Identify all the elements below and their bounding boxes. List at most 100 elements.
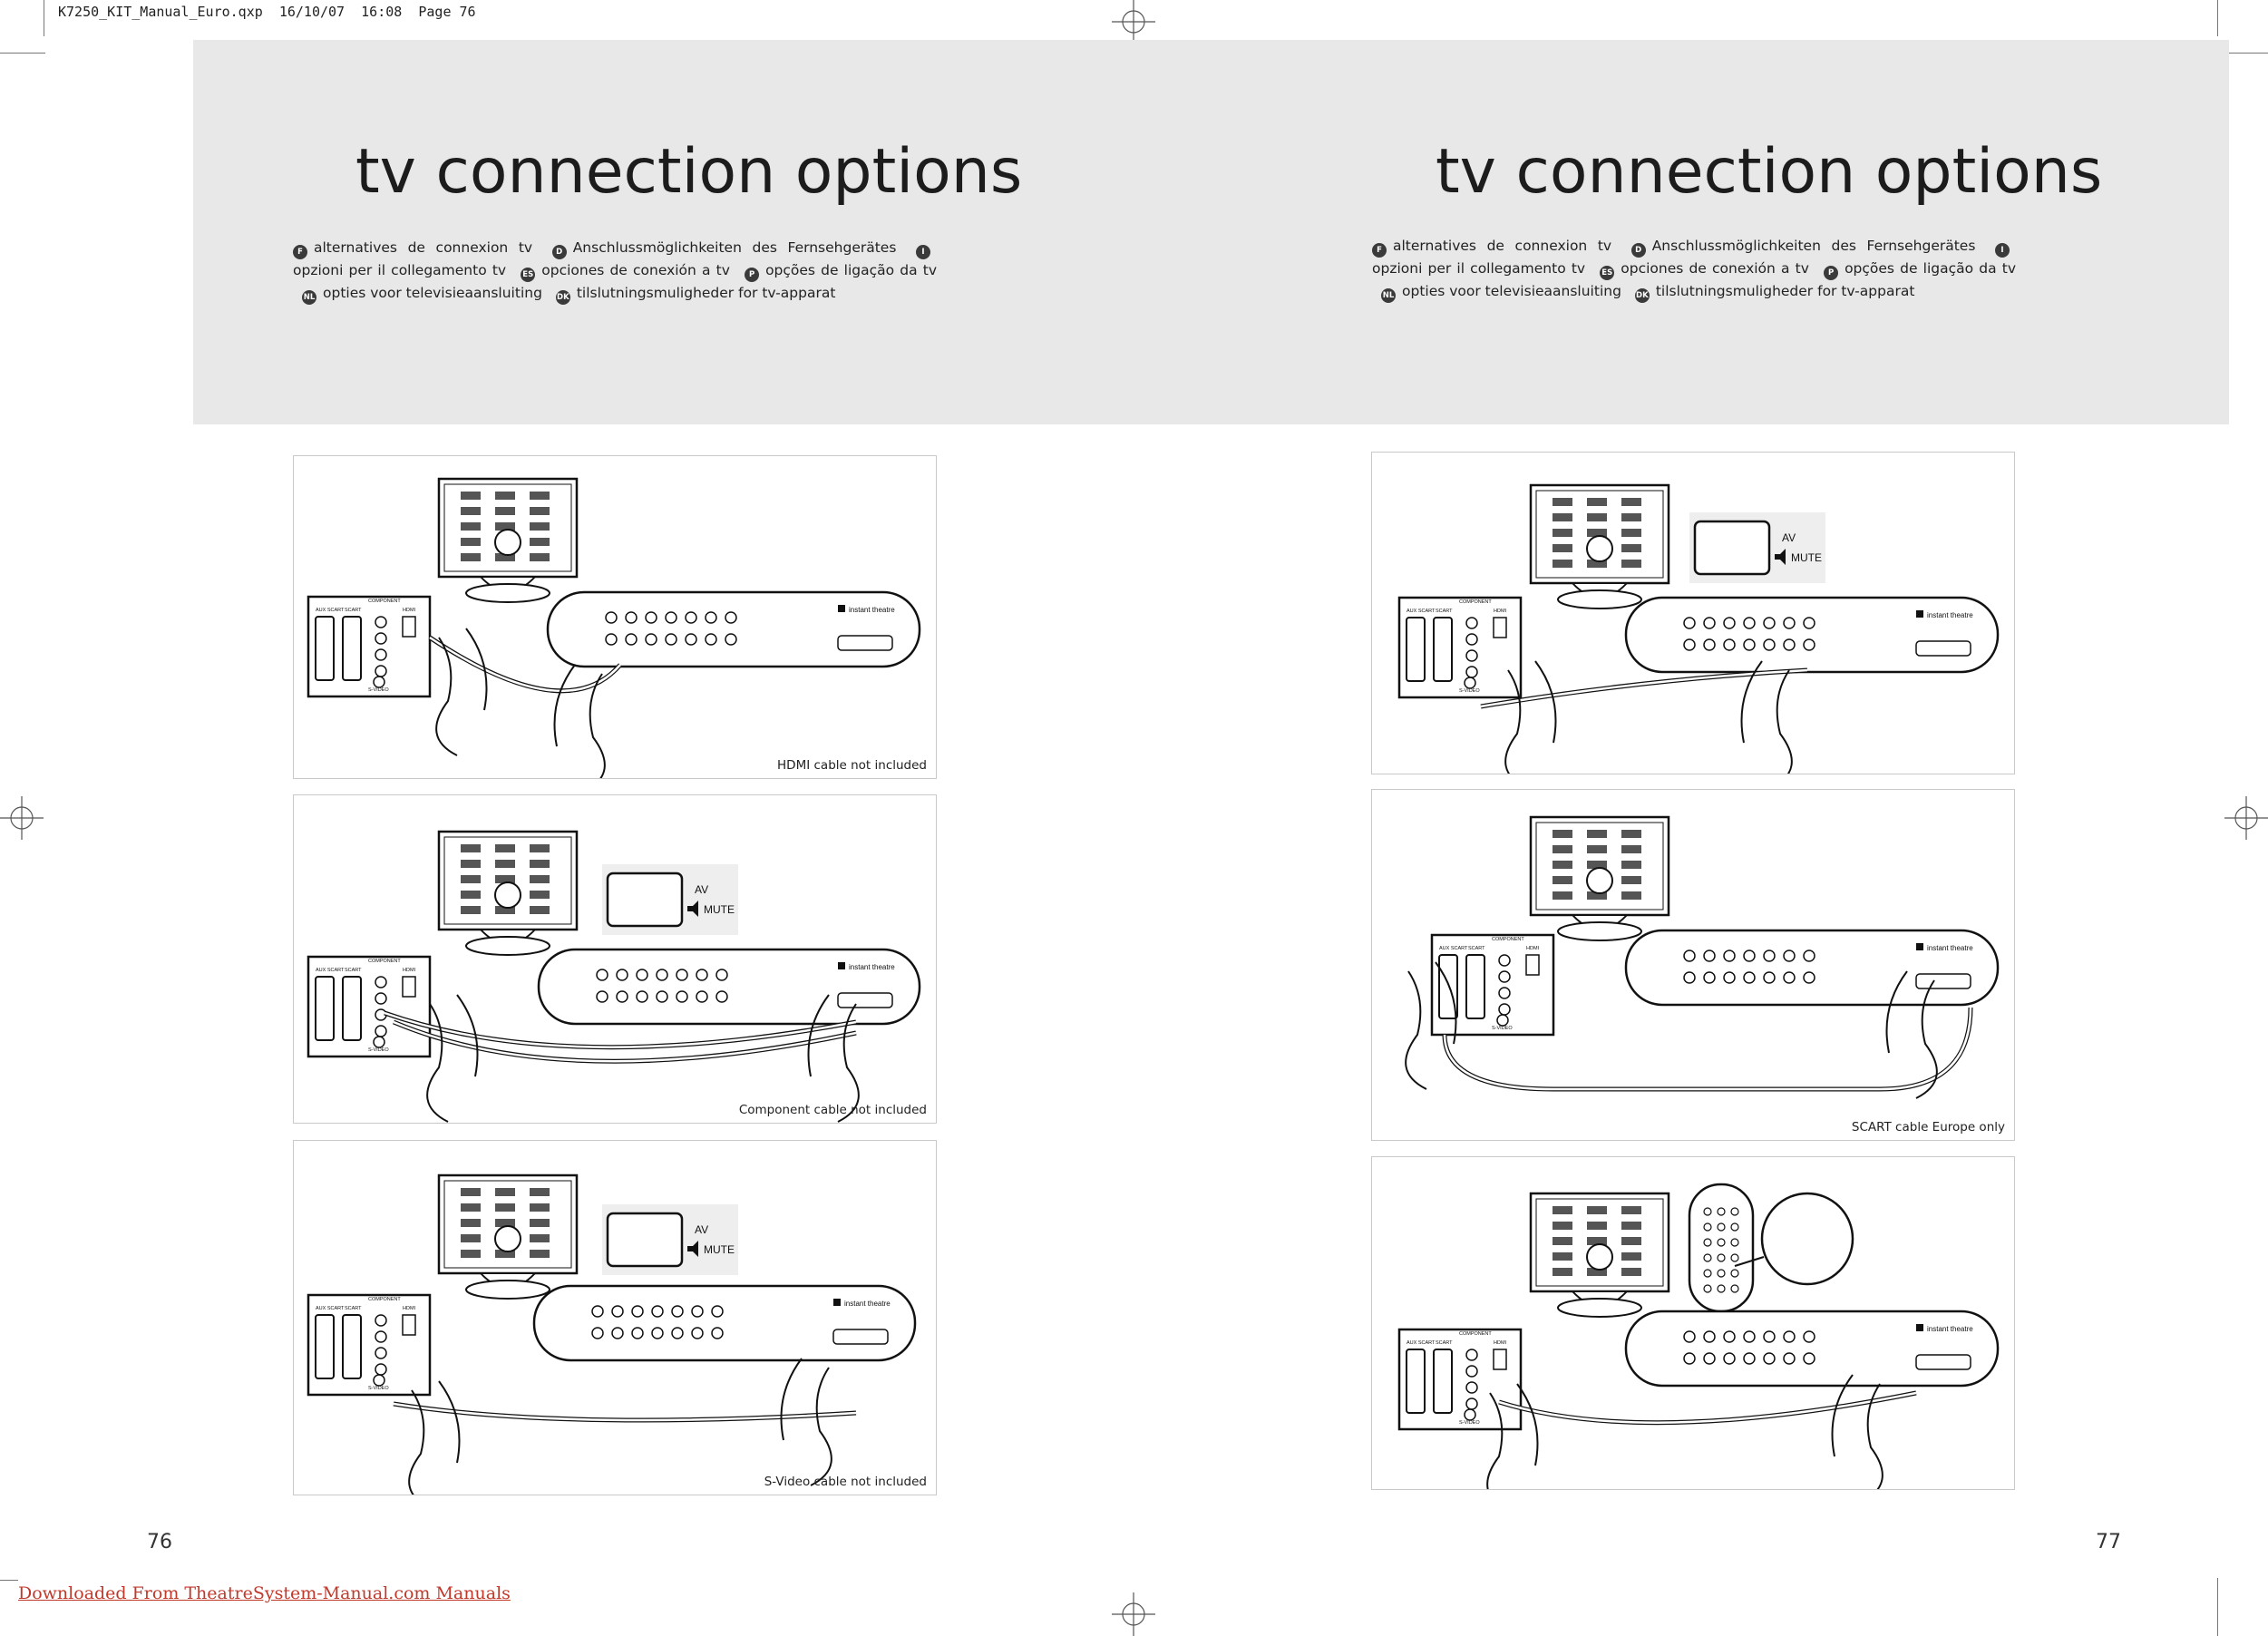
menu-block <box>495 875 515 883</box>
hand-illustration <box>1504 660 1557 774</box>
rca-jack-icon <box>725 611 737 624</box>
download-source-link[interactable]: Downloaded From TheatreSystem-Manual.com… <box>18 1583 511 1603</box>
hdmi-label: HDMI <box>1526 946 1540 951</box>
tv-screen <box>443 1180 572 1269</box>
remote-button-icon <box>1717 1238 1726 1247</box>
hand-illustration <box>426 994 479 1123</box>
menu-block <box>461 1219 481 1227</box>
rca-jack-icon <box>685 611 697 624</box>
remote-button-icon <box>1730 1253 1739 1262</box>
rca-jack-icon <box>671 1305 684 1318</box>
menu-block <box>1621 1222 1641 1230</box>
svideo-label: S-VIDEO <box>368 687 389 693</box>
menu-block <box>1553 891 1572 900</box>
menu-block <box>1621 544 1641 552</box>
rca-jack-icon <box>696 969 708 981</box>
panel-caption: HDMI cable not included <box>777 758 927 773</box>
menu-block <box>530 522 550 531</box>
rca-jack-icon <box>1783 638 1796 651</box>
rca-jack-icon <box>1498 970 1511 983</box>
menu-block <box>495 522 515 531</box>
menu-block <box>1553 1237 1572 1245</box>
hand-illustration <box>1831 1374 1884 1489</box>
menu-block <box>495 844 515 852</box>
registration-mark <box>0 796 44 840</box>
menu-block <box>530 1203 550 1212</box>
rca-jack-icon <box>375 1363 387 1376</box>
aux-scart-label: AUX SCART <box>1407 1340 1436 1346</box>
hdmi-port-icon <box>1493 1349 1507 1370</box>
hdmi-label: HDMI <box>403 968 416 973</box>
page-title-right: tv connection options <box>1436 136 2103 208</box>
rca-jack-icon <box>1683 617 1696 629</box>
scart-port-icon <box>1406 1349 1426 1414</box>
remote-button-icon <box>1730 1222 1739 1232</box>
brand-label: instant theatre <box>1927 1325 1973 1333</box>
hdmi-label: HDMI <box>1494 1340 1507 1346</box>
mute-label: MUTE <box>704 903 735 916</box>
menu-block <box>530 1234 550 1242</box>
rca-jack-icon <box>1803 971 1815 984</box>
menu-block <box>461 860 481 868</box>
rca-jack-icon <box>591 1327 604 1339</box>
rca-jack-icon <box>1703 1352 1716 1365</box>
rca-jack-icon <box>1743 617 1756 629</box>
aux-scart-label: AUX SCART <box>316 968 345 973</box>
rca-jack-icon <box>625 611 638 624</box>
menu-block <box>495 860 515 868</box>
rca-jack-icon <box>625 633 638 646</box>
rca-jack-icon <box>1683 971 1696 984</box>
svideo-label: S-VIDEO <box>368 1047 389 1053</box>
lang-badge-icon: F <box>1372 243 1387 258</box>
remote-button-icon <box>1717 1222 1726 1232</box>
rca-jack-icon <box>711 1305 724 1318</box>
aux-scart-label: AUX SCART <box>1407 609 1436 614</box>
rca-jack-icon <box>591 1305 604 1318</box>
rca-jack-icon <box>605 611 618 624</box>
lang-badge-icon: ES <box>1600 266 1615 280</box>
scart-label: SCART <box>345 608 362 613</box>
brand-logo-icon <box>1916 610 1923 618</box>
magnifier-pointer <box>1734 1256 1765 1267</box>
rca-jack-icon <box>1723 949 1736 962</box>
scart-output-icon <box>1915 640 1971 657</box>
page-title-left: tv connection options <box>355 136 1023 208</box>
registration-mark <box>1112 0 1155 44</box>
theatre-unit-rear <box>537 948 921 1026</box>
scart-output-icon <box>837 992 893 1008</box>
magnifier-icon <box>1760 1192 1854 1286</box>
hand-illustration <box>435 628 488 756</box>
svideo-jack-icon <box>1464 1408 1476 1421</box>
rca-jack-icon <box>1783 1330 1796 1343</box>
svideo-jack-icon <box>1464 677 1476 689</box>
svideo-label: S-VIDEO <box>1459 1420 1480 1426</box>
svideo-jack-icon <box>373 1374 385 1387</box>
rca-jack-icon <box>711 1327 724 1339</box>
menu-block <box>1587 1206 1607 1214</box>
rca-jack-icon <box>1783 971 1796 984</box>
rca-jack-icon <box>1763 617 1776 629</box>
rca-jack-icon <box>611 1327 624 1339</box>
lang-badge-icon: I <box>916 245 931 259</box>
rca-jack-icon <box>611 1305 624 1318</box>
brand-label: instant theatre <box>844 1300 891 1308</box>
menu-block <box>461 891 481 899</box>
rca-jack-icon <box>616 990 628 1003</box>
header-band <box>193 40 2229 424</box>
hdmi-label: HDMI <box>1494 609 1507 614</box>
scart-port-icon <box>342 1314 362 1379</box>
remote-button-icon <box>1717 1253 1726 1262</box>
menu-block <box>461 1250 481 1258</box>
remote-button-icon <box>1730 1284 1739 1293</box>
rca-jack-icon <box>1498 1003 1511 1016</box>
aux-scart-label: AUX SCART <box>1439 946 1468 951</box>
menu-block <box>461 492 481 500</box>
theatre-unit-rear <box>546 590 921 668</box>
rca-jack-icon <box>1498 987 1511 999</box>
theatre-unit-rear <box>1624 929 2000 1007</box>
